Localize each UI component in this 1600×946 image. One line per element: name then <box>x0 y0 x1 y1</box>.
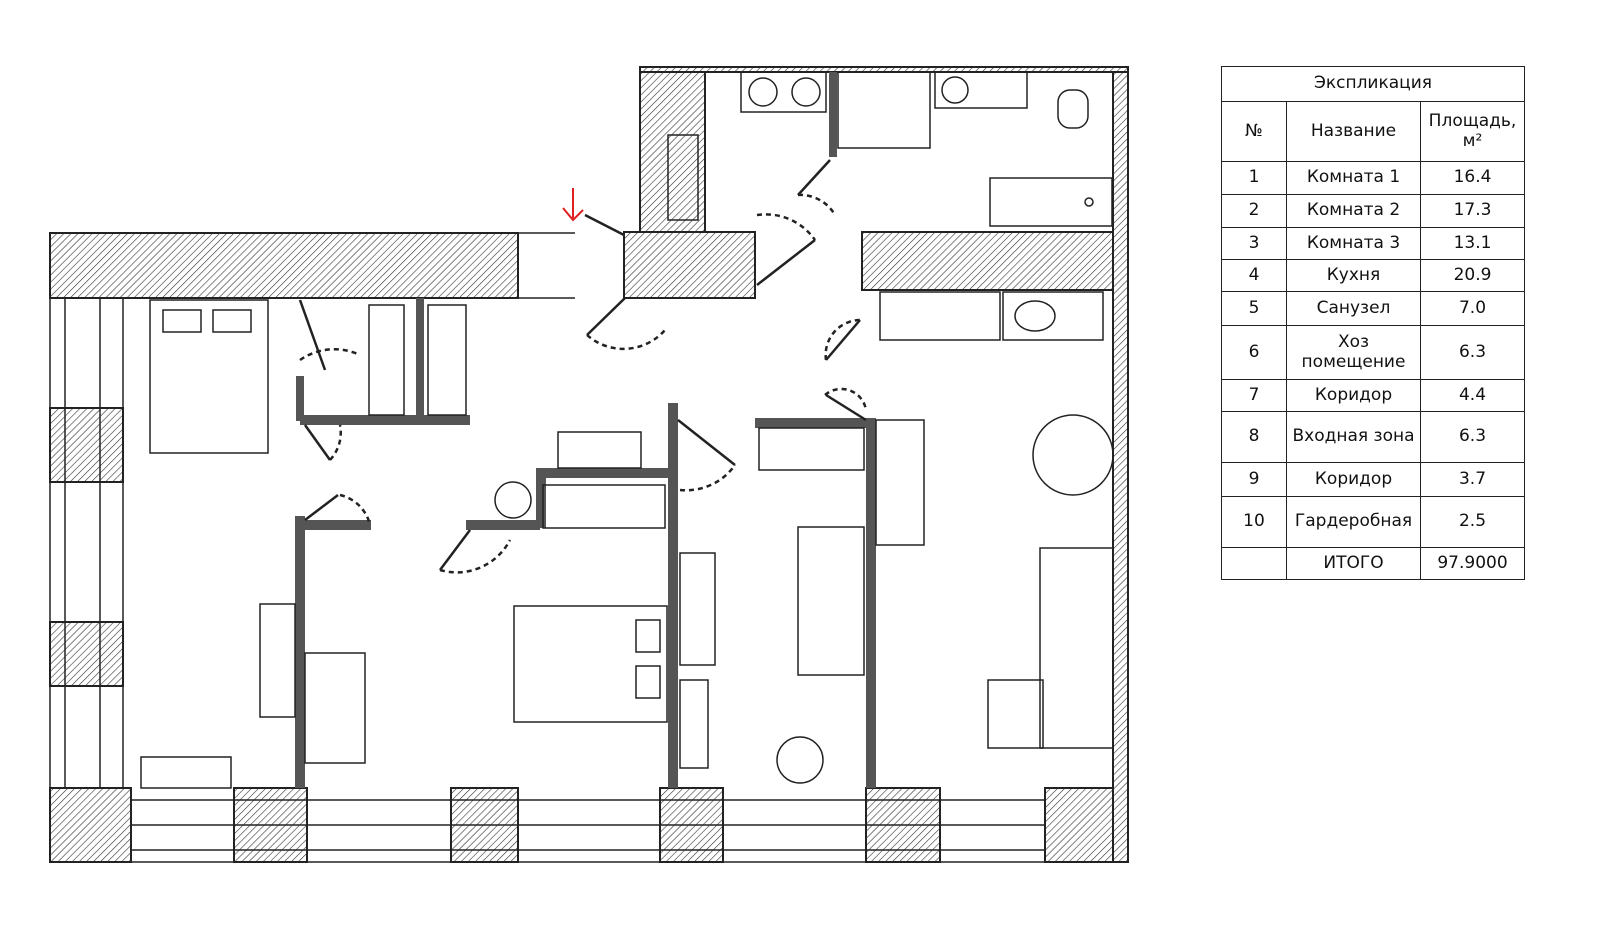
cell-name: Санузел <box>1286 291 1421 326</box>
cell-number: 2 <box>1221 194 1287 228</box>
cell-number: 5 <box>1221 291 1287 326</box>
cell-number <box>1221 547 1287 580</box>
cell-area: 13.1 <box>1420 227 1525 260</box>
cell-area: 20.9 <box>1420 259 1525 292</box>
cell-area: 2.5 <box>1420 496 1525 548</box>
cell-area: 17.3 <box>1420 194 1525 228</box>
sofa <box>1039 547 1114 749</box>
dining-table <box>1032 414 1114 496</box>
cell-number: 10 <box>1221 496 1287 548</box>
bathtub <box>989 177 1113 227</box>
cell-name: Хоз помещение <box>1286 325 1421 380</box>
bed-room2 <box>513 605 668 723</box>
bearing-walls <box>49 66 1129 863</box>
cell-name: Гардеробная <box>1286 496 1421 548</box>
header-name: Название <box>1286 101 1421 162</box>
cell-number: 4 <box>1221 259 1287 292</box>
cell-name: Комната 2 <box>1286 194 1421 228</box>
kitchen-counter <box>879 291 1001 341</box>
cell-name: Коридор <box>1286 379 1421 412</box>
cell-number: 1 <box>1221 161 1287 195</box>
toilet <box>1057 89 1089 129</box>
cell-number: 6 <box>1221 325 1287 380</box>
cell-name: Кухня <box>1286 259 1421 292</box>
floor-plan <box>49 66 1129 863</box>
header-area: Площадь, м² <box>1420 101 1525 162</box>
cell-name: Входная зона <box>1286 411 1421 463</box>
header-number: № <box>1221 101 1287 162</box>
table-title: Экспликация <box>1221 66 1525 102</box>
partitions <box>295 72 876 788</box>
cell-area: 7.0 <box>1420 291 1525 326</box>
windows <box>49 232 1128 863</box>
door-swings <box>299 193 868 574</box>
cell-area: 4.4 <box>1420 379 1525 412</box>
cell-area: 6.3 <box>1420 325 1525 380</box>
cell-name: Комната 3 <box>1286 227 1421 260</box>
cell-area: 3.7 <box>1420 462 1525 497</box>
round-table <box>494 481 532 519</box>
doors <box>298 159 867 571</box>
entrance-arrow-icon <box>562 188 584 222</box>
total-label: ИТОГО <box>1286 547 1421 580</box>
cell-area: 6.3 <box>1420 411 1525 463</box>
cell-area: 16.4 <box>1420 161 1525 195</box>
cell-number: 7 <box>1221 379 1287 412</box>
cell-number: 8 <box>1221 411 1287 463</box>
total-area: 97.9000 <box>1420 547 1525 580</box>
cell-number: 3 <box>1221 227 1287 260</box>
cell-number: 9 <box>1221 462 1287 497</box>
cell-name: Комната 1 <box>1286 161 1421 195</box>
furniture <box>140 71 1114 789</box>
bed-room1 <box>149 299 269 454</box>
cell-name: Коридор <box>1286 462 1421 497</box>
